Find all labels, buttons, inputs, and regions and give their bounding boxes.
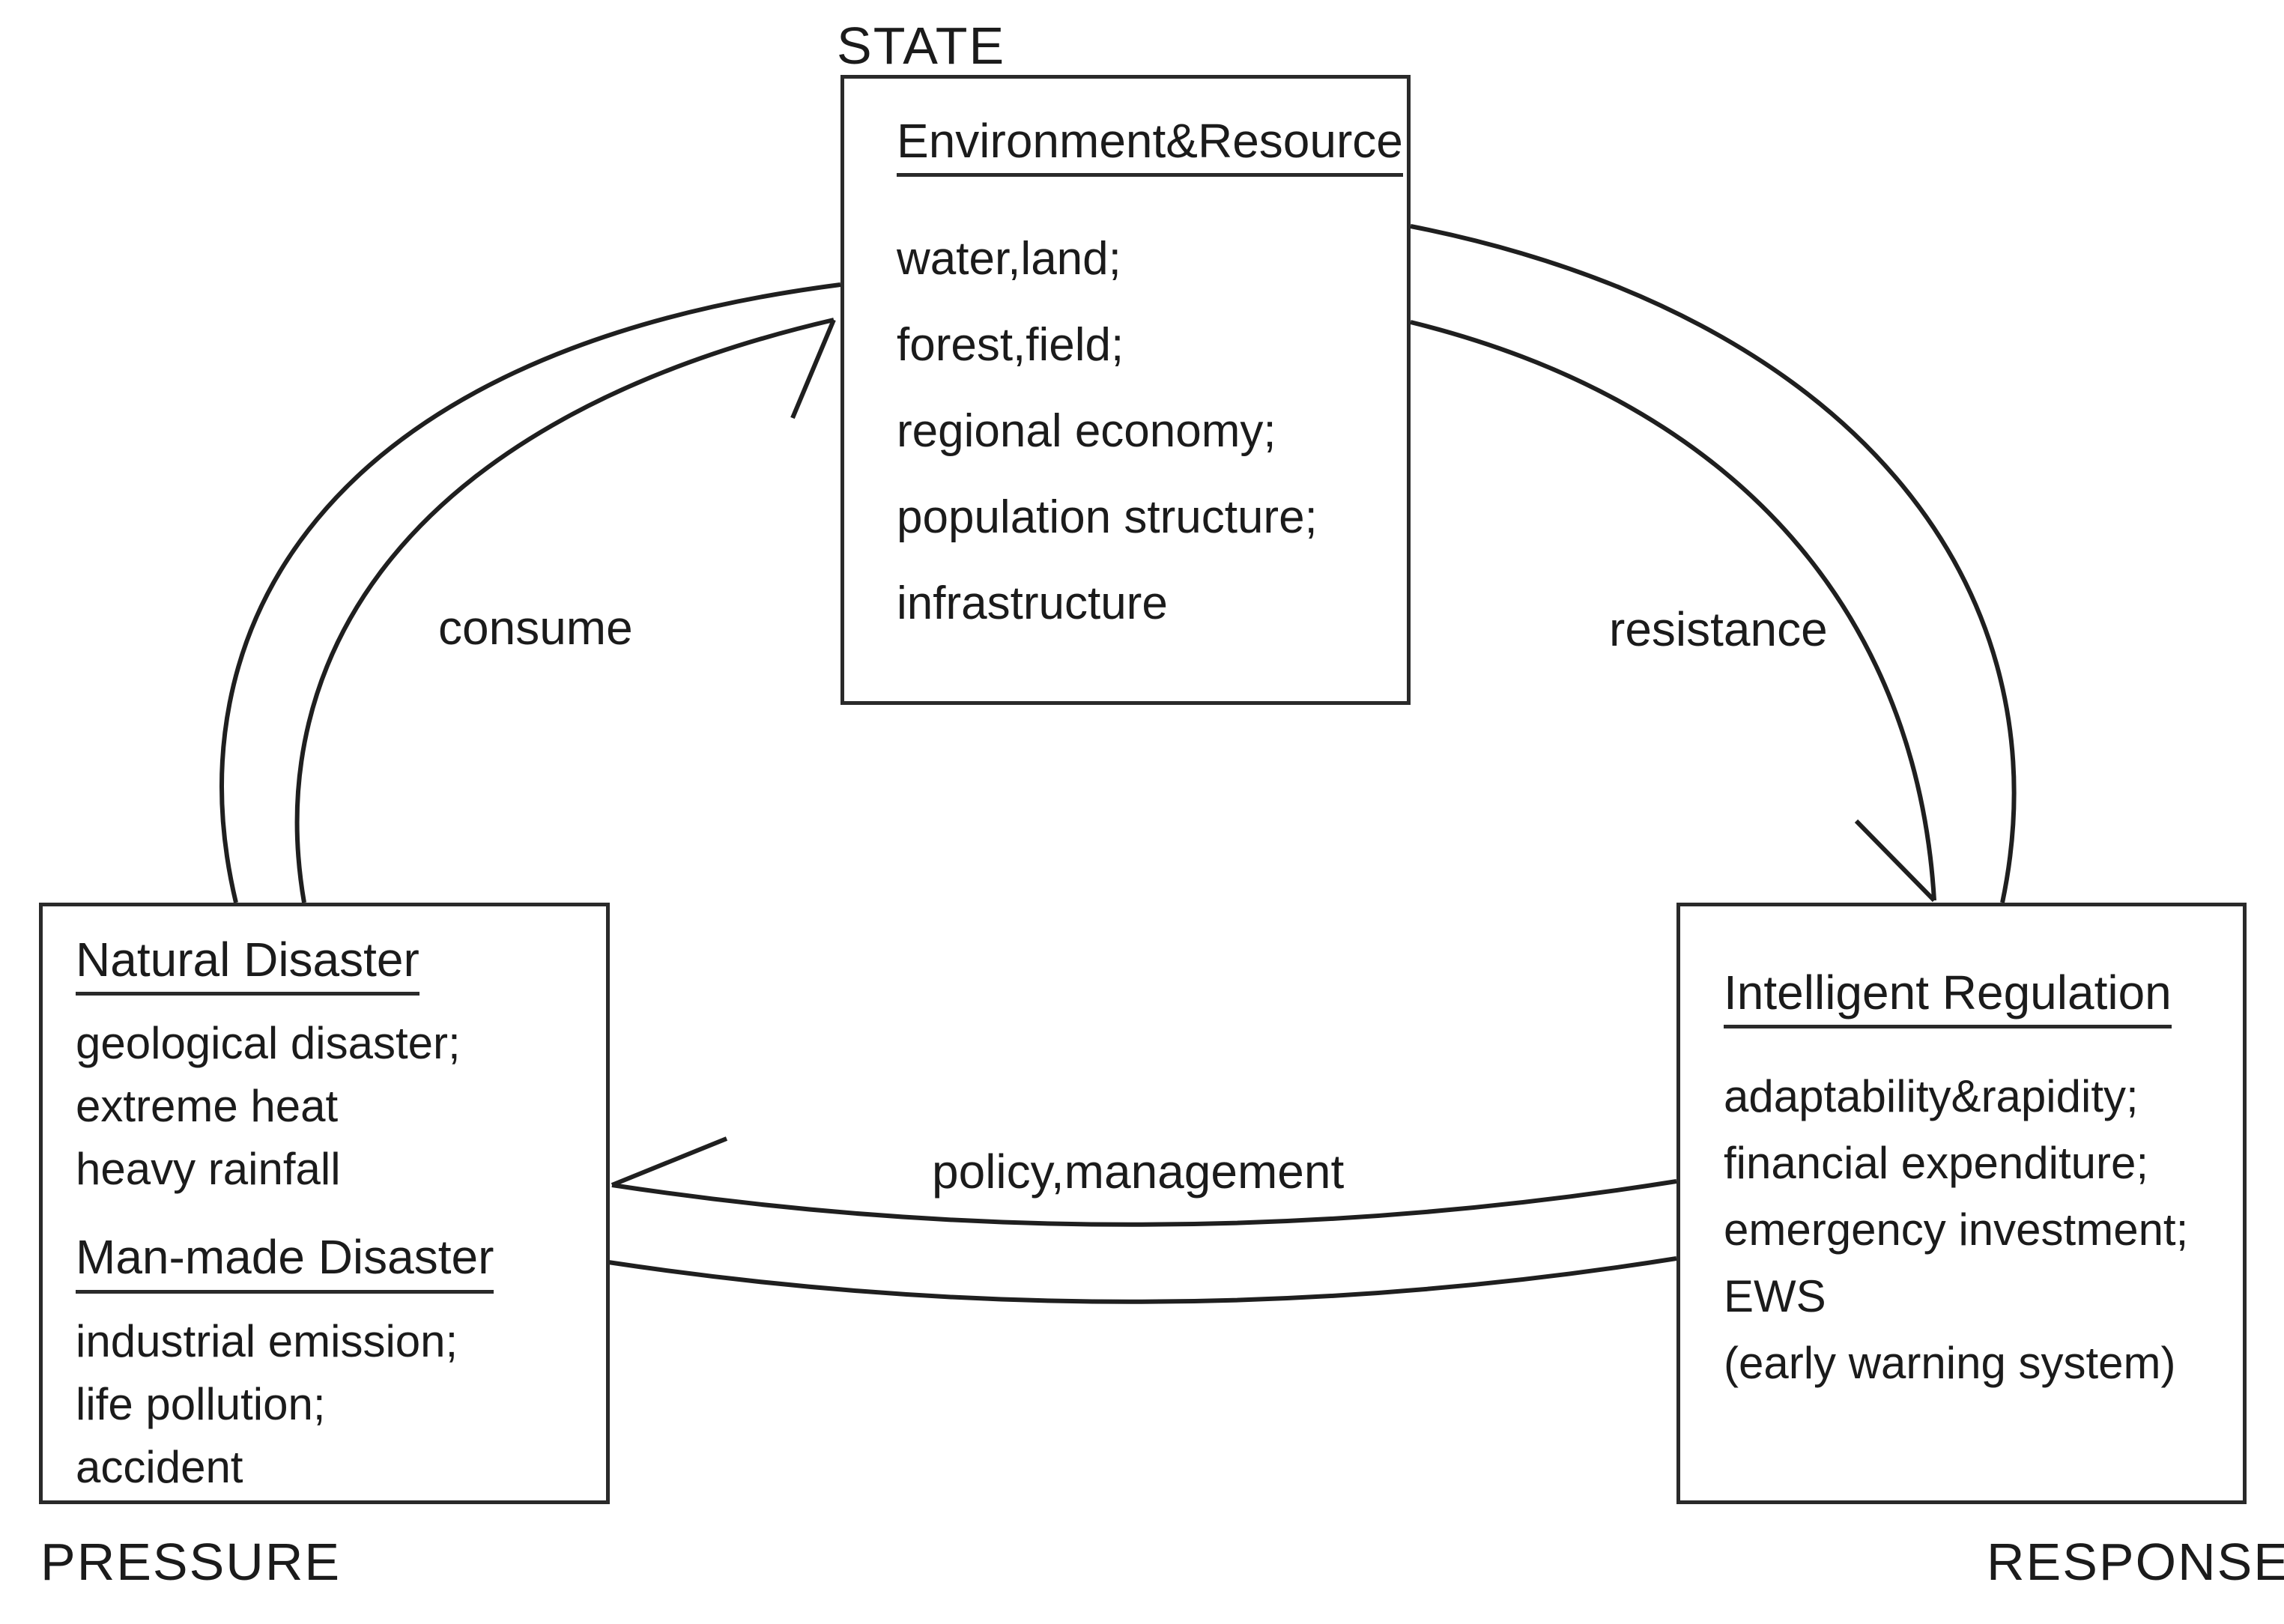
policy-arrow-lower-curve	[608, 1256, 1677, 1304]
list-item: life pollution;	[76, 1378, 326, 1429]
list-item: regional economy;	[897, 405, 1276, 458]
response-corner-label: RESPONSE	[1987, 1533, 2284, 1591]
state-box-item-list: water,land; forest,field; regional econo…	[897, 216, 1384, 646]
pressure-box: Natural Disaster geological disaster; ex…	[39, 903, 610, 1504]
natural-disaster-item-list: geological disaster; extreme heat heavy …	[76, 1012, 591, 1201]
list-item: (early warning system)	[1724, 1338, 2176, 1389]
state-box-title: Environment&Resource	[897, 115, 1403, 178]
response-box: Intelligent Regulation adaptability&rapi…	[1676, 903, 2247, 1504]
consume-arrow-outer-curve	[219, 282, 841, 903]
state-corner-label: STATE	[837, 16, 1006, 75]
list-item: emergency investment;	[1724, 1205, 2189, 1255]
man-made-disaster-title: Man-made Disaster	[76, 1231, 494, 1294]
resistance-arrowhead-barb	[1854, 819, 1936, 903]
pressure-corner-label: PRESSURE	[40, 1533, 342, 1591]
list-item: population structure;	[897, 491, 1318, 544]
response-box-item-list: adaptability&rapidity; financial expendi…	[1724, 1063, 2228, 1396]
resistance-arrow-inner-curve	[1410, 320, 1936, 901]
natural-disaster-section: Natural Disaster geological disaster; ex…	[76, 933, 591, 1201]
state-box: Environment&Resource water,land; forest,…	[840, 75, 1411, 705]
list-item: financial expenditure;	[1724, 1138, 2149, 1189]
man-made-disaster-item-list: industrial emission; life pollution; acc…	[76, 1310, 591, 1499]
list-item: adaptability&rapidity;	[1724, 1071, 2139, 1122]
man-made-disaster-section: Man-made Disaster industrial emission; l…	[76, 1231, 591, 1498]
list-item: forest,field;	[897, 319, 1124, 372]
list-item: heavy rainfall	[76, 1144, 341, 1195]
natural-disaster-title: Natural Disaster	[76, 933, 419, 996]
policy-arrowhead-barb	[611, 1136, 728, 1187]
resistance-arrow-label: resistance	[1609, 602, 1828, 656]
consume-arrowhead-barb	[790, 318, 836, 419]
response-box-title: Intelligent Regulation	[1724, 966, 2172, 1029]
list-item: extreme heat	[76, 1081, 339, 1132]
resistance-arrow-outer-curve	[1410, 224, 2017, 903]
list-item: EWS	[1724, 1271, 1826, 1322]
list-item: accident	[76, 1441, 243, 1492]
consume-arrow-inner-curve	[294, 318, 834, 903]
policy-management-arrow-label: policy,management	[932, 1145, 1345, 1199]
list-item: infrastructure	[897, 578, 1168, 630]
policy-arrow-upper-curve	[611, 1179, 1677, 1227]
list-item: geological disaster;	[76, 1018, 461, 1069]
list-item: water,land;	[897, 233, 1121, 285]
consume-arrow-label: consume	[438, 601, 633, 655]
list-item: industrial emission;	[76, 1315, 458, 1366]
